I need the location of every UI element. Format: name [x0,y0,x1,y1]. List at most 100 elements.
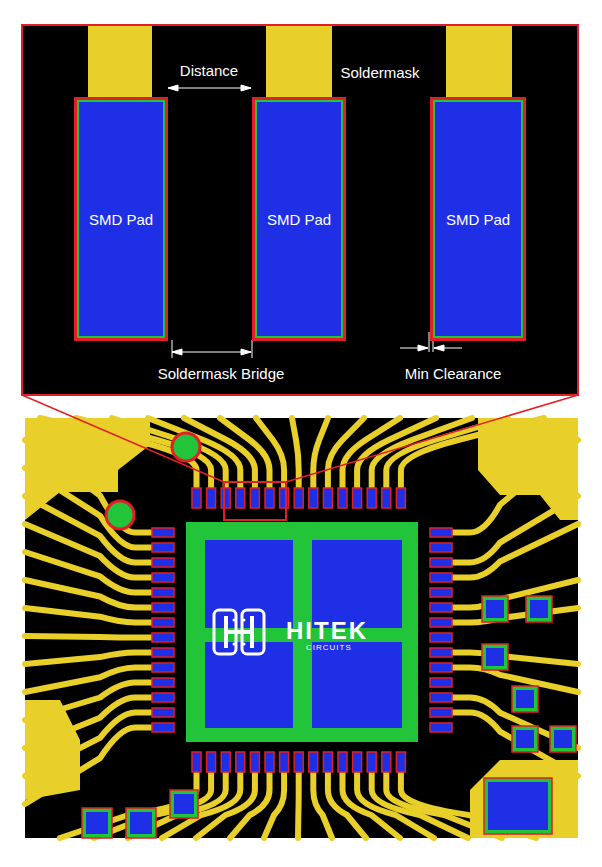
qfn-pin [430,693,452,702]
qfn-pin [152,648,174,657]
qfn-pin [396,488,405,508]
zoom-region [224,482,286,520]
copper-trace [25,440,152,533]
copper-trace [292,418,299,488]
mask-opening [126,808,156,838]
qfn-pin [152,603,174,612]
copper-trace [452,524,578,578]
smd-pad: SMD Pad [252,97,346,341]
layer-label: Soldermask [340,64,419,82]
copper-trace [25,653,152,665]
qfn-pin [250,488,259,508]
qfn-pin [430,603,452,612]
copper-trace [196,772,255,838]
qfn-pin [152,708,174,717]
smd-pad [172,792,196,816]
qfn-pin [430,633,452,642]
qfn-pin [367,752,376,772]
smd-pad [514,688,536,710]
qfn-pin [280,488,289,508]
copper-trace [25,728,152,805]
mask-opening [482,644,508,670]
smd-pad: SMD Pad [74,97,168,341]
qfn-pin [207,752,216,772]
qfn-pin [430,723,452,732]
qfn-pin [152,618,174,627]
mask-opening [512,686,538,712]
qfn-pin [323,488,332,508]
smd-component-pads [82,596,576,838]
qfn-pin [309,488,318,508]
qfn-pin [236,488,245,508]
smd-pad [484,646,506,668]
copper-trace [401,418,544,488]
qfn-pin [430,678,452,687]
qfn-pin [265,752,274,772]
qfn-pin [236,752,245,772]
dimension-label: Distance [180,62,238,80]
copper-trace [256,418,284,488]
qfn-pin [265,488,274,508]
smd-pad [486,780,550,832]
copper-trace [446,25,512,101]
smd-pad [528,598,550,620]
qfn-pin [250,752,259,772]
qfn-pin [152,723,174,732]
logo-text: HITEK [286,616,368,645]
via [106,501,134,529]
qfn-pin [430,543,452,552]
pin-group [152,488,452,772]
qfn-pin [192,488,201,508]
trace-group [25,418,578,838]
qfn-pin [430,558,452,567]
qfn-pin [221,752,230,772]
qfn-pin [338,752,347,772]
zoom-line [286,395,578,482]
qfn-pin [430,573,452,582]
mask-opening [484,778,552,834]
copper-trace [452,580,578,608]
qfn-pin [152,693,174,702]
paste-window [312,540,402,628]
copper-trace [452,713,578,777]
copper-trace [295,772,302,838]
qfn-pin [382,488,391,508]
pad-label: SMD Pad [89,211,153,228]
pad-label: SMD Pad [267,211,331,228]
mask-opening [482,596,508,622]
smd-pad: SMD Pad [430,97,526,341]
qfn-pin [221,488,230,508]
paste-window [205,540,293,628]
smd-pad [484,598,506,620]
copper-trace [25,608,152,623]
zoom-line [22,395,224,482]
qfn-pin [353,752,362,772]
qfn-pin [207,488,216,508]
smd-pad [128,810,154,836]
qfn-pin [152,678,174,687]
qfn-pin [152,573,174,582]
board-ground [25,418,578,838]
zoom-panel [22,25,578,395]
qfn-pin [430,588,452,597]
qfn-pin [430,648,452,657]
copper-trace [230,772,270,838]
mask-opening [550,726,576,752]
dimension-label: Min Clearance [405,365,502,383]
copper-trace [386,418,508,488]
smd-pad [514,728,536,750]
copper-trace [266,25,332,101]
qfn-pin [309,752,318,772]
pad-label: SMD Pad [446,211,510,228]
mask-opening [512,726,538,752]
copper-trace [452,608,578,623]
dimension-lines [168,85,462,358]
dimension-label: Soldermask Bridge [158,365,285,383]
qfn-pin [430,663,452,672]
qfn-pin [353,488,362,508]
thermal-pad [186,522,418,742]
qfn-pin [323,752,332,772]
qfn-pin [152,633,174,642]
qfn-pin [152,528,174,537]
